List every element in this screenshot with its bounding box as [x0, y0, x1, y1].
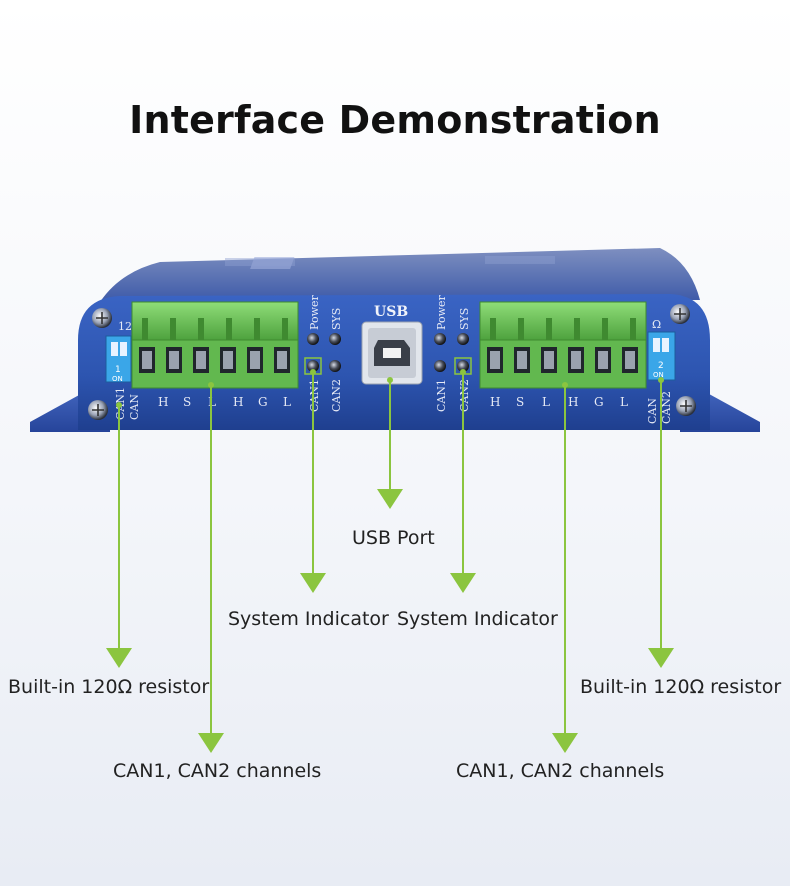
svg-text:H: H	[158, 395, 168, 409]
svg-text:S: S	[516, 395, 524, 409]
arrow-down-icon	[552, 733, 578, 753]
can1-led-right	[434, 360, 446, 372]
arrow-down-icon	[106, 648, 132, 668]
svg-text:12: 12	[118, 320, 132, 333]
svg-text:L: L	[620, 395, 628, 409]
dip-switch-right: 2 ON	[647, 331, 676, 381]
svg-text:CAN: CAN	[646, 398, 659, 424]
arrow-down-icon	[450, 573, 476, 593]
svg-text:L: L	[283, 395, 291, 409]
system-indicator-left-label: System Indicator	[228, 608, 389, 630]
svg-text:ON: ON	[112, 375, 123, 383]
svg-text:G: G	[258, 395, 268, 409]
svg-text:1: 1	[115, 365, 121, 375]
screw-icon	[92, 308, 112, 328]
screw-icon	[670, 304, 690, 324]
screw-icon	[676, 396, 696, 416]
svg-text:SYS: SYS	[330, 308, 343, 330]
page-title: Interface Demonstration	[129, 98, 661, 142]
system-indicator-right-label: System Indicator	[397, 608, 558, 630]
svg-text:S: S	[183, 395, 191, 409]
svg-text:CAN2: CAN2	[330, 379, 343, 412]
screw-icon	[88, 400, 108, 420]
svg-text:CAN1: CAN1	[308, 379, 321, 412]
terminal-block-left	[131, 301, 299, 389]
svg-text:Ω: Ω	[652, 318, 661, 331]
resistor-left-label: Built-in 120Ω resistor	[8, 676, 210, 698]
arrow-down-icon	[377, 489, 403, 509]
svg-text:H: H	[490, 395, 500, 409]
power-led-right	[434, 333, 446, 345]
svg-text:G: G	[594, 395, 604, 409]
arrow-down-icon	[198, 733, 224, 753]
svg-text:Power: Power	[435, 294, 448, 330]
svg-text:Power: Power	[308, 294, 321, 330]
can1-led-left	[307, 360, 319, 372]
usb-port	[361, 321, 423, 385]
svg-text:CAN1: CAN1	[435, 379, 448, 412]
dip-switch-left: 1 ON	[105, 335, 132, 383]
svg-text:CAN2: CAN2	[660, 391, 673, 424]
svg-text:USB: USB	[374, 304, 408, 320]
case-top	[100, 248, 700, 302]
svg-text:SYS: SYS	[458, 308, 471, 330]
can2-led-left	[329, 360, 341, 372]
arrow-down-icon	[648, 648, 674, 668]
svg-text:H: H	[568, 395, 578, 409]
sys-led-left	[329, 333, 341, 345]
svg-text:H: H	[233, 395, 243, 409]
arrow-down-icon	[300, 573, 326, 593]
channels-right-label: CAN1, CAN2 channels	[456, 760, 665, 782]
svg-text:2: 2	[658, 361, 664, 371]
can2-led-right	[457, 360, 469, 372]
resistor-right-label: Built-in 120Ω resistor	[580, 676, 782, 698]
svg-text:CAN2: CAN2	[458, 379, 471, 412]
sys-led-right	[457, 333, 469, 345]
svg-text:L: L	[542, 395, 550, 409]
power-led-left	[307, 333, 319, 345]
svg-text:ON: ON	[653, 371, 664, 379]
channels-left-label: CAN1, CAN2 channels	[113, 760, 322, 782]
svg-text:CAN: CAN	[128, 394, 141, 420]
usb-port-label: USB Port	[352, 527, 435, 549]
terminal-block-right	[479, 301, 647, 389]
